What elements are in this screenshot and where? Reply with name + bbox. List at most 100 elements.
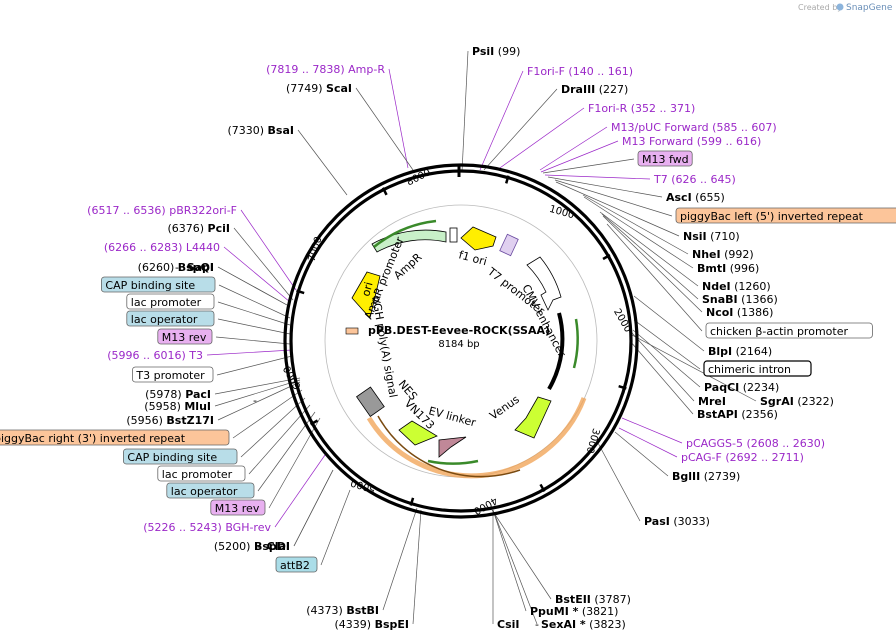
map-label[interactable]: (7330) BsaI [227,124,294,137]
map-label[interactable]: CAP binding site [101,276,216,293]
map-label[interactable]: piggyBac left (5') inverted repeat [675,207,896,224]
ampr-arrow[interactable] [371,229,447,253]
map-label[interactable]: T3 promoter [131,366,214,383]
map-label[interactable]: lac promoter [126,293,215,310]
map-label[interactable]: (6260) BspQI [138,261,214,274]
map-label[interactable]: (6517 .. 6536) pBR322ori-F [87,204,237,217]
tick-mark [618,385,627,390]
map-label[interactable]: F1ori-R (352 .. 371) [588,102,695,115]
feature-box [275,556,318,573]
map-label[interactable]: (6376) PciI [167,222,230,235]
map-label[interactable]: SapI [187,261,214,274]
chicken-actin-bar[interactable] [547,312,565,391]
feature-box-label: piggyBac right (3') inverted repeat [0,432,186,445]
map-label[interactable]: PpuMI * (3821) [530,605,618,618]
site-label: (7749) ScaI [286,82,352,95]
map-label[interactable]: AscI (655) [666,191,725,204]
leader-line [382,507,418,611]
ori-arrow[interactable] [351,271,381,319]
map-label[interactable]: (5956) BstZ17I [126,414,214,427]
map-label[interactable]: BglII (2739) [672,470,740,483]
map-label[interactable]: BmtI (996) [697,262,759,275]
leader-line [217,381,301,421]
feature-box [0,429,230,446]
feature-box-label: lac operator [131,313,198,326]
map-label[interactable]: pCAGGS-5 (2608 .. 2630) [686,437,825,450]
map-label[interactable]: M13 fwd [637,150,693,167]
map-label[interactable]: SgrAI (2322) [760,395,834,408]
map-label[interactable]: (7749) ScaI [286,82,352,95]
map-label[interactable]: M13 Forward (599 .. 616) [622,135,761,148]
pair-separator: - [253,394,257,407]
leader-line [232,389,303,439]
bgh-box[interactable] [345,327,359,335]
feature-box-label: lac promoter [162,468,233,481]
map-label[interactable]: SnaBI (1366) [702,293,778,306]
map-label[interactable]: (5978) PacI [145,388,211,401]
map-label[interactable]: (6266 .. 6283) L4440 [104,241,220,254]
site-label: (7330) BsaI [227,124,294,137]
map-label[interactable]: MreI [698,395,726,408]
site-label: (5200) BspDI [214,540,290,553]
map-label[interactable]: lac promoter [157,465,246,482]
map-label[interactable]: BlpI (2164) [708,345,772,358]
vn173-arrow[interactable] [398,420,438,446]
map-label[interactable]: NsiI (710) [683,230,740,243]
map-label[interactable]: T7 (626 .. 645) [653,173,736,186]
leader-line [582,194,689,255]
leader-line [542,158,635,174]
map-label[interactable]: NdeI (1260) [702,280,771,293]
map-label[interactable]: M13 rev [210,499,266,516]
map-label[interactable]: PasI (3033) [644,515,710,528]
site-label: PpuMI * (3821) [530,605,618,618]
map-label[interactable]: lac operator [166,482,255,499]
t7-promoter-box[interactable] [499,233,519,257]
map-label[interactable]: (7819 .. 7838) Amp-R [266,63,385,76]
f1ori-arrow[interactable] [460,226,497,251]
nes-box[interactable] [356,386,385,417]
map-label[interactable]: PaqCI (2234) [704,381,779,394]
leader-line [633,295,705,352]
map-label[interactable]: CAP binding site [123,448,238,465]
site-label: SgrAI (2322) [760,395,834,408]
leader-line [223,246,291,303]
map-label[interactable]: (5996 .. 6016) T3 [107,349,203,362]
plasmid-name: pPB.DEST-Eevee-ROCK(SSAA) [368,324,550,337]
leader-line [597,442,641,522]
site-label: PasI (3033) [644,515,710,528]
leader-line [206,349,293,356]
map-label[interactable]: F1ori-F (140 .. 161) [527,65,633,78]
map-label[interactable]: (4373) BstBI [306,604,379,617]
map-label[interactable]: M13 rev [157,328,213,345]
map-label[interactable]: (4339) BspEI [335,618,410,631]
map-label[interactable]: PsiI (99) [472,45,520,58]
cmv-enhancer-arrow[interactable] [526,256,562,311]
map-label[interactable]: (5226 .. 5243) BGH-rev [143,521,271,534]
map-label[interactable]: attB2 [275,556,318,573]
map-label[interactable]: ClaI [267,540,290,553]
map-label[interactable]: CsiI [497,618,519,631]
ampr-promoter-box[interactable] [449,227,458,243]
map-label[interactable]: SexAI * (3823) [541,618,626,631]
ev-linker-arrow[interactable] [438,436,467,458]
green-arc-2 [572,318,579,369]
map-label[interactable]: NheI (992) [692,248,754,261]
map-label[interactable]: piggyBac right (3') inverted repeat [0,429,230,446]
piggybac-arc[interactable] [366,397,587,479]
map-label[interactable]: chicken β-actin promoter [705,322,873,339]
map-label[interactable]: pCAG-F (2692 .. 2711) [681,451,804,464]
feature-box-label: M13 fwd [642,153,689,166]
map-label[interactable]: BstEII (3787) [555,593,631,606]
map-label[interactable]: (5958) MluI [144,400,211,413]
tick-label: 7000 [307,235,325,263]
map-label[interactable]: (5200) BspDI [214,540,290,553]
map-label[interactable]: DraIII (227) [561,83,628,96]
map-label[interactable]: lac operator [126,310,215,327]
venus-arrow[interactable] [514,396,552,439]
map-label[interactable]: M13/pUC Forward (585 .. 607) [611,121,777,134]
map-label[interactable]: chimeric intron [703,360,812,377]
map-label[interactable]: BstAPI (2356) [697,408,778,421]
map-label[interactable]: NcoI (1386) [706,306,773,319]
features [345,219,587,479]
labels-layer: PsiI (99) F1ori-F (140 .. 161) DraIII (227… [0,45,896,631]
